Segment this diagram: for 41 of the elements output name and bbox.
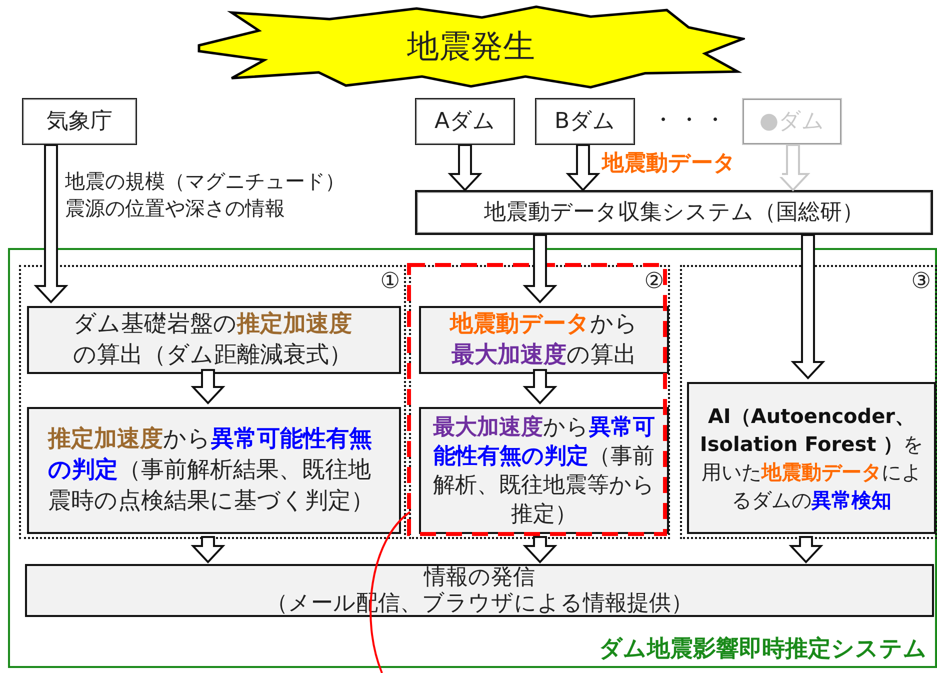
process-box — [419, 407, 669, 534]
circled-number: ② — [644, 270, 664, 294]
box-text: 気象庁 — [46, 108, 114, 136]
box-text: 最大加速度から異常可能性有無の判定（事前解析、既往地震等から推定） — [432, 414, 656, 528]
process-box — [687, 382, 936, 534]
box-text: 情報の発信 — [422, 564, 536, 590]
process-box — [27, 306, 401, 374]
block-arrow — [190, 369, 226, 404]
block-arrow — [566, 144, 600, 192]
system-frame — [8, 248, 937, 668]
process-box — [25, 564, 934, 617]
box-text: AI（Autoencoder、Isolation Forest ）を用いた地震動データによるダムの異常検知 — [698, 403, 924, 514]
block-arrow — [448, 144, 482, 192]
block-arrow — [190, 536, 226, 564]
box-text: 地震動データ収集システム（国総研） — [483, 199, 865, 227]
circled-number: ③ — [911, 270, 931, 294]
block-arrow — [522, 536, 558, 564]
dam-box — [742, 98, 842, 145]
edge-label: 地震動データ — [602, 150, 782, 177]
group-frame — [19, 265, 406, 539]
dam-box — [415, 98, 515, 145]
block-arrow — [522, 369, 558, 404]
circled-number: ① — [380, 270, 400, 294]
block-arrow — [790, 234, 826, 380]
block-arrow — [34, 144, 68, 304]
box-text: ダム基礎岩盤の推定加速度の算出（ダム距離減衰式） — [73, 310, 353, 370]
box-text: Aダム — [433, 108, 497, 136]
box-text: Bダム — [553, 108, 617, 136]
dam-box — [535, 98, 635, 145]
system-box — [415, 190, 933, 235]
box-text: 地震動データから最大加速度の算出 — [448, 310, 639, 370]
process-box — [419, 306, 669, 374]
source-box — [22, 98, 137, 145]
block-arrow — [788, 536, 824, 564]
process-box — [27, 407, 401, 534]
system-title: ダム地震影響即時推定システム — [599, 635, 927, 664]
block-arrow — [522, 234, 558, 304]
ellipsis-label: ・・・ — [652, 107, 730, 135]
event-title: 地震発生 — [407, 26, 535, 67]
group-frame — [680, 265, 937, 539]
box-text: 推定加速度から異常可能性有無の判定（事前解析結果、既往地震時の点検結果に基づく判定） — [48, 425, 375, 516]
